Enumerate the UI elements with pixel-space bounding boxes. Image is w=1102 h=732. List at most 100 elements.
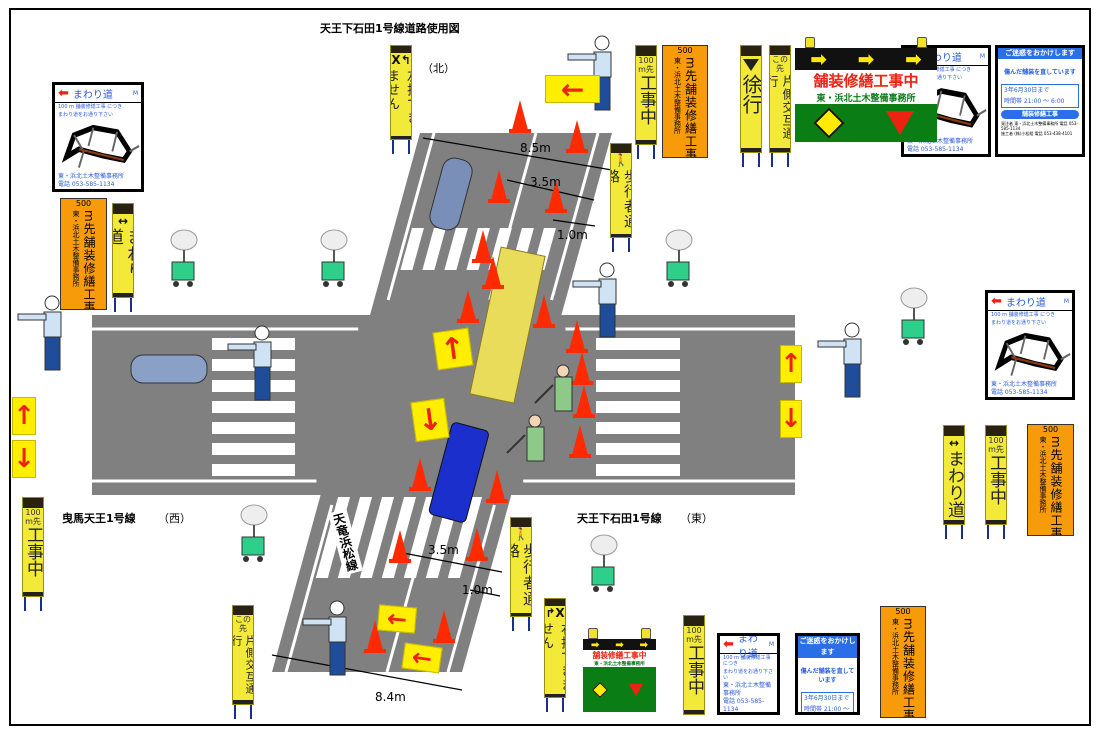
detour-line2: まわり道をお通り下さい — [723, 669, 774, 681]
left-arrow-icon: ⬅ — [991, 294, 1002, 309]
detour-line1: 100 m 舗装修繕工事 につき — [907, 67, 972, 73]
light-tower-lamp-icon — [590, 534, 618, 556]
flagman-shirt — [253, 341, 272, 368]
traffic-cone-base — [533, 324, 555, 328]
crosswalk-stripe — [359, 497, 395, 578]
crosswalk-stripe — [422, 228, 446, 270]
arrow-board-up: ↑ — [432, 327, 474, 371]
light-tower-pole — [253, 525, 255, 539]
crosswalk-stripe — [488, 228, 512, 270]
sign-unit: m先 — [683, 57, 698, 83]
sign-text: 工事中 — [684, 644, 704, 695]
sign-num: 100 — [988, 436, 1004, 445]
sign-unit: m先 — [988, 445, 1004, 454]
traffic-cone-icon — [412, 458, 428, 488]
sign-text: 右折できません — [544, 622, 566, 693]
traffic-cone-icon — [460, 290, 476, 320]
detour-map-icon — [994, 332, 1071, 376]
sign-text: 歩行者通路 — [510, 542, 532, 607]
right-arrow-icon: ➡ — [810, 47, 828, 71]
no-left-turn-icon: X↰ — [391, 52, 411, 67]
lane-line — [386, 132, 436, 301]
traffic-cone-base — [566, 349, 588, 353]
sign-unit: m先 — [686, 635, 702, 644]
warning-lamp-icon — [588, 628, 599, 639]
flagman-pants — [44, 336, 61, 371]
detour-line2: まわり道をお通り下さい — [991, 320, 1047, 326]
sign-text: まわり道 — [112, 227, 134, 279]
arrow-construction-board: ➡➡➡ 舗装修繕工事中東・浜北土木整備事務所 — [795, 37, 937, 142]
sign-num: 100 — [25, 508, 41, 517]
crosswalk-stripe — [212, 380, 295, 392]
sign-text: 歩行者通路 — [610, 168, 632, 229]
sign-text: 左折できません — [390, 68, 412, 125]
detour-line1: 100 m 舗装修繕工事 につき — [723, 655, 771, 667]
worker-body — [554, 376, 573, 412]
detour-mark: M — [132, 90, 138, 97]
light-tower-lamp-icon — [320, 229, 348, 251]
light-tower-lamp-icon — [665, 229, 693, 251]
alternating-traffic-sign: この先片側交互通行 — [232, 605, 254, 719]
detour-title: まわり道 — [72, 90, 113, 101]
traffic-cone-icon — [436, 610, 452, 640]
dim-south-walk: 1.0m — [462, 583, 493, 597]
detour-mark: M — [1063, 298, 1069, 305]
detour-title: まわり道 — [1005, 298, 1046, 309]
wheel — [257, 556, 263, 562]
sign-text: 工事中 — [986, 454, 1006, 505]
dimension-arrow — [552, 219, 596, 227]
sign-num: 100 — [686, 626, 702, 635]
crosswalk-stripe — [596, 464, 680, 476]
notice-hours: 時間帯 21:00 ～ 6:00 — [804, 706, 850, 713]
crosswalk-stripe — [212, 443, 295, 455]
light-tower-pole — [183, 250, 185, 264]
no-left-turn-sign: X↰左折できません — [390, 45, 412, 154]
wheel — [187, 281, 193, 287]
shovel-icon — [534, 384, 554, 404]
sign-text: 舗装修繕工事中 — [82, 235, 96, 310]
lane-line — [446, 504, 496, 673]
dim-north-lane: 3.5m — [530, 175, 561, 189]
flagman-arm — [302, 618, 332, 626]
flagman-helmet — [254, 325, 270, 341]
traffic-cone-icon — [569, 320, 585, 350]
detour-line1: 100 m 舗装修繕工事 につき — [991, 312, 1056, 318]
light-tower-generator-icon — [321, 261, 345, 281]
light-tower-generator-icon — [591, 566, 615, 586]
flagman-arm — [817, 340, 847, 348]
board-text: 舗装修繕工事中 — [813, 72, 919, 90]
road-paver — [469, 246, 546, 404]
flagman-helmet — [599, 262, 615, 278]
traffic-cone-icon — [485, 256, 501, 286]
traffic-cone-base — [389, 559, 411, 563]
traffic-cone-icon — [536, 295, 552, 325]
east-label: （東） — [680, 512, 713, 525]
yield-slow-icon — [886, 111, 914, 135]
flagman-shirt — [328, 616, 347, 643]
sign-unit: m先 — [1049, 436, 1063, 462]
notice-hours: 時間帯 21:00 ～ 6:00 — [1004, 98, 1065, 105]
arrow-board-down: ↓ — [12, 440, 36, 478]
notice-contractor: 施工者 (株)小松組 電話 053-438-4101 — [1001, 131, 1073, 136]
dim-south-lane: 3.5m — [428, 543, 459, 557]
sign-text: 舗装修繕工事中 — [1049, 461, 1063, 536]
traffic-cone-base — [545, 209, 567, 213]
detour-office: 東・浜北土木整備事務所 — [991, 381, 1058, 388]
sign-num: 100 — [638, 56, 654, 65]
arrow-board-down: ↓ — [780, 400, 802, 438]
detour-phone: 電話 053-585-1134 — [907, 146, 964, 153]
wheel — [323, 281, 329, 287]
crosswalk-stripe — [444, 228, 468, 270]
wheel — [668, 281, 674, 287]
pedestrian-icon: 🚶 — [513, 526, 529, 541]
arrow-board-up: ↑ — [780, 345, 802, 383]
traffic-cone-base — [569, 454, 591, 458]
sign-text: 片側交互通行 — [232, 635, 254, 696]
traffic-cone-base — [433, 639, 455, 643]
no-right-turn-icon: ↱X — [545, 606, 565, 621]
traffic-cone-base — [488, 199, 510, 203]
sign-text: 舗装修繕工事中 — [901, 643, 916, 718]
light-tower-pole — [333, 250, 335, 264]
